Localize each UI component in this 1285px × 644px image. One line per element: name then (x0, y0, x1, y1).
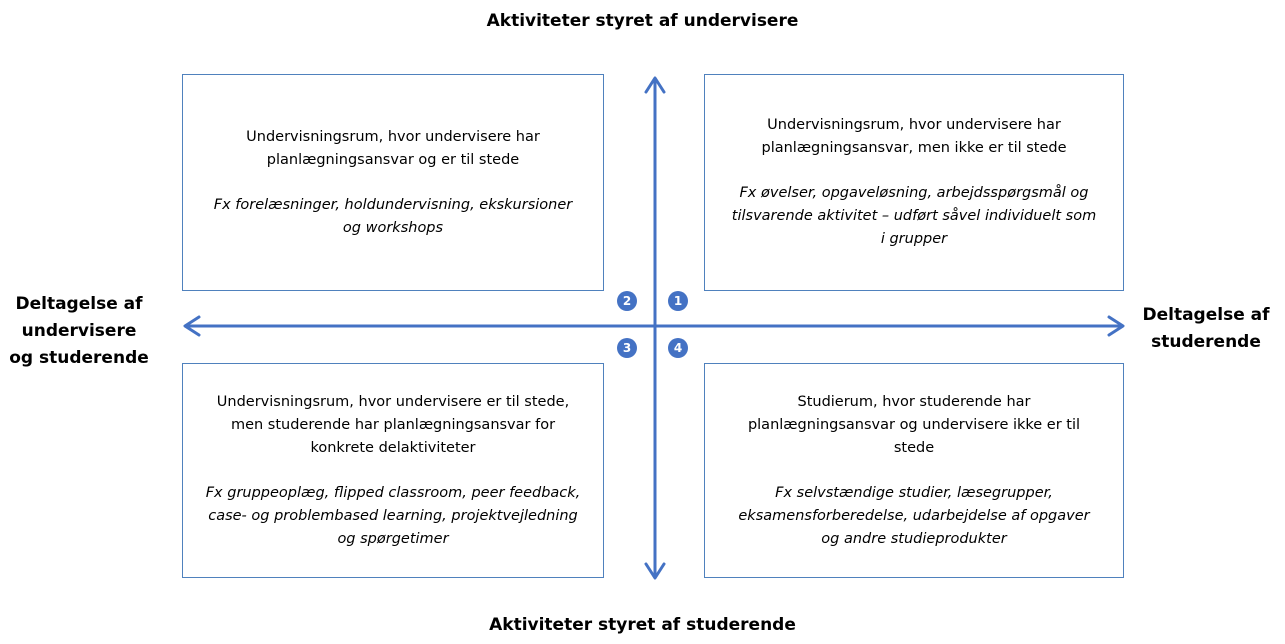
quadrant-3-description: Undervisningsrum, hvor undervisere er ti… (216, 393, 570, 456)
quadrant-3-number-badge: 3 (617, 338, 637, 358)
quadrant-4-number-badge: 4 (668, 338, 688, 358)
quadrant-2-box: Undervisningsrum, hvor undervisere har p… (182, 74, 604, 291)
quadrant-2-number-badge: 2 (617, 291, 637, 311)
quadrant-4-examples: Fx selvstændige studier, læsegrupper, ek… (738, 484, 1090, 547)
quadrant-4-description: Studierum, hvor studerende har planlægni… (747, 393, 1081, 456)
right-axis-label: Deltagelse af studerende (1142, 305, 1270, 352)
arrow-right-icon (1107, 315, 1125, 337)
quadrant-4-box: Studierum, hvor studerende har planlægni… (704, 363, 1124, 578)
bottom-axis-label: Aktiviteter styret af studerende (489, 615, 796, 635)
quadrant-2-examples: Fx forelæsninger, holdundervisning, eksk… (213, 196, 573, 236)
arrow-up-icon (644, 76, 666, 94)
quadrant-1-box: Undervisningsrum, hvor undervisere har p… (704, 74, 1124, 291)
quadrant-1-number-badge: 1 (668, 291, 688, 311)
left-axis-label: Deltagelse af undervisere og studerende (9, 294, 149, 368)
arrow-left-icon (183, 315, 201, 337)
quadrant-3-box: Undervisningsrum, hvor undervisere er ti… (182, 363, 604, 578)
arrow-down-icon (644, 562, 666, 580)
quadrant-3-examples: Fx gruppeoplæg, flipped classroom, peer … (205, 484, 581, 547)
quadrant-2-description: Undervisningsrum, hvor undervisere har p… (246, 128, 540, 168)
quadrant-1-examples: Fx øvelser, opgaveløsning, arbejdsspørgs… (731, 185, 1097, 247)
top-axis-label: Aktiviteter styret af undervisere (486, 11, 799, 31)
quadrant-1-description: Undervisningsrum, hvor undervisere har p… (761, 117, 1067, 156)
